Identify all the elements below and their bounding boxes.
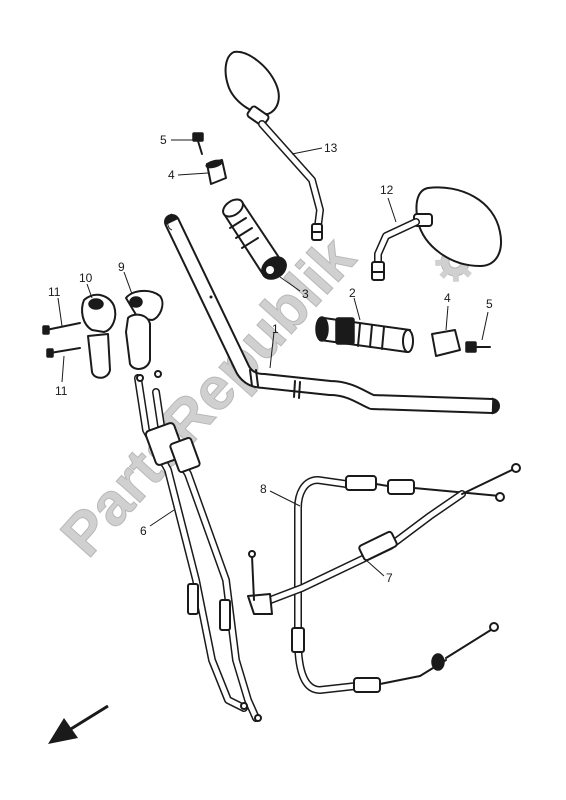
callout-8: 8: [260, 482, 267, 496]
screw-upper: [42, 322, 81, 335]
choke-cable: [247, 463, 521, 615]
callout-9: 9: [118, 260, 125, 274]
callout-11-upper: 11: [48, 285, 61, 299]
bolt-left: [192, 132, 204, 155]
right-mirror: [371, 186, 502, 281]
callout-7: 7: [386, 571, 393, 585]
bar-end-weight-left: [205, 159, 227, 185]
screw-lower: [46, 347, 81, 358]
callout-4-left: 4: [168, 168, 175, 182]
bar-end-weight-right: [431, 329, 461, 357]
holder-lower: [81, 293, 117, 379]
callout-1: 1: [272, 322, 279, 336]
handlebar: [164, 213, 500, 415]
throttle-cable: [134, 370, 262, 722]
callout-5-right: 5: [486, 297, 493, 311]
clutch-cable: [291, 475, 505, 694]
callout-13: 13: [324, 141, 338, 155]
holder-upper: [125, 290, 164, 370]
callout-10: 10: [79, 271, 93, 285]
right-grip: [315, 316, 414, 353]
leader-lines: [57, 139, 489, 577]
callouts: 1 2 3 4 4 5 5 6 7 8 9 10 11 11 12 13: [48, 133, 493, 585]
callout-6: 6: [140, 524, 147, 538]
callout-5-left: 5: [160, 133, 167, 147]
callout-11-lower: 11: [55, 384, 68, 398]
bolt-right: [465, 341, 491, 353]
left-mirror: [224, 50, 324, 241]
callout-4-right: 4: [444, 291, 451, 305]
watermark-text: PartsRepublik: [48, 224, 368, 569]
callout-12: 12: [380, 183, 394, 197]
left-grip: [222, 198, 287, 280]
callout-3: 3: [302, 287, 309, 301]
callout-2: 2: [349, 286, 356, 300]
direction-arrow-icon: [48, 704, 109, 744]
